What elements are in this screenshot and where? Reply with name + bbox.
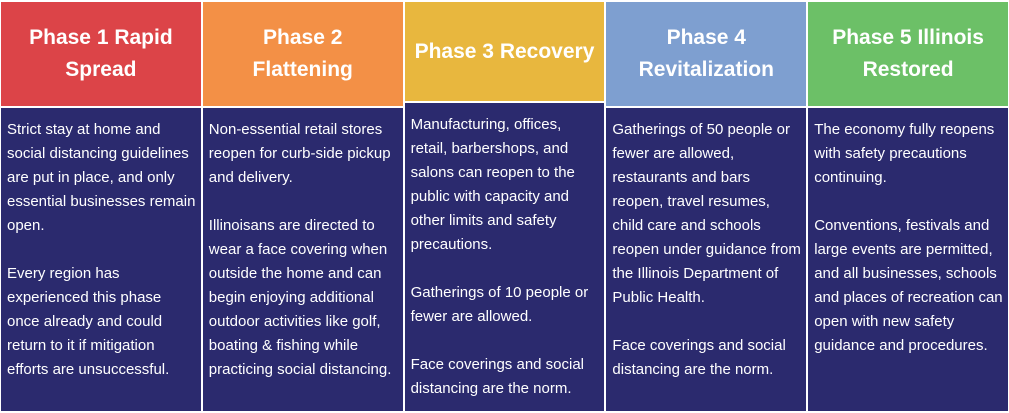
phase-5-paragraph-2: Conventions, festivals and large events … — [814, 217, 1003, 354]
phase-2-paragraph-2: Illinoisans are directed to wear a face … — [208, 217, 392, 378]
phase-column-5: Phase 5 Illinois Restored The economy fu… — [808, 2, 1008, 411]
phase-column-2: Phase 2 Flattening Non-essential retail … — [202, 2, 403, 411]
phase-body-1: Strict stay at home and social distancin… — [1, 108, 201, 411]
phase-3-paragraph-2: Gatherings of 10 people or fewer are all… — [410, 284, 589, 326]
phase-1-paragraph-1: Strict stay at home and social distancin… — [7, 121, 196, 234]
phase-3-paragraph-3: Face coverings and social distancing are… — [410, 356, 585, 398]
phase-4-paragraph-2: Face coverings and social distancing are… — [612, 337, 786, 378]
phase-body-5: The economy fully reopens with safety pr… — [808, 108, 1008, 411]
phase-header-1: Phase 1 Rapid Spread — [1, 2, 201, 106]
phase-column-1: Phase 1 Rapid Spread Strict stay at home… — [1, 2, 201, 411]
phase-header-4: Phase 4 Revitalization — [606, 2, 807, 106]
phase-header-2: Phase 2 Flattening — [202, 2, 403, 106]
phase-5-paragraph-1: The economy fully reopens with safety pr… — [814, 121, 995, 186]
phase-1-paragraph-2: Every region has experienced this phase … — [7, 265, 170, 378]
phase-body-2: Non-essential retail stores reopen for c… — [202, 108, 403, 411]
phase-4-paragraph-1: Gatherings of 50 people or fewer are all… — [612, 121, 801, 306]
phase-header-5: Phase 5 Illinois Restored — [808, 2, 1008, 106]
phase-body-4: Gatherings of 50 people or fewer are all… — [606, 108, 807, 411]
phase-column-3: Phase 3 Recovery Manufacturing, offices,… — [404, 2, 605, 411]
phase-column-4: Phase 4 Revitalization Gatherings of 50 … — [606, 2, 807, 411]
phase-body-3: Manufacturing, offices, retail, barbersh… — [404, 103, 605, 411]
phase-header-3: Phase 3 Recovery — [404, 2, 605, 102]
phase-2-paragraph-1: Non-essential retail stores reopen for c… — [208, 121, 391, 186]
phase-3-paragraph-1: Manufacturing, offices, retail, barbersh… — [410, 116, 575, 254]
